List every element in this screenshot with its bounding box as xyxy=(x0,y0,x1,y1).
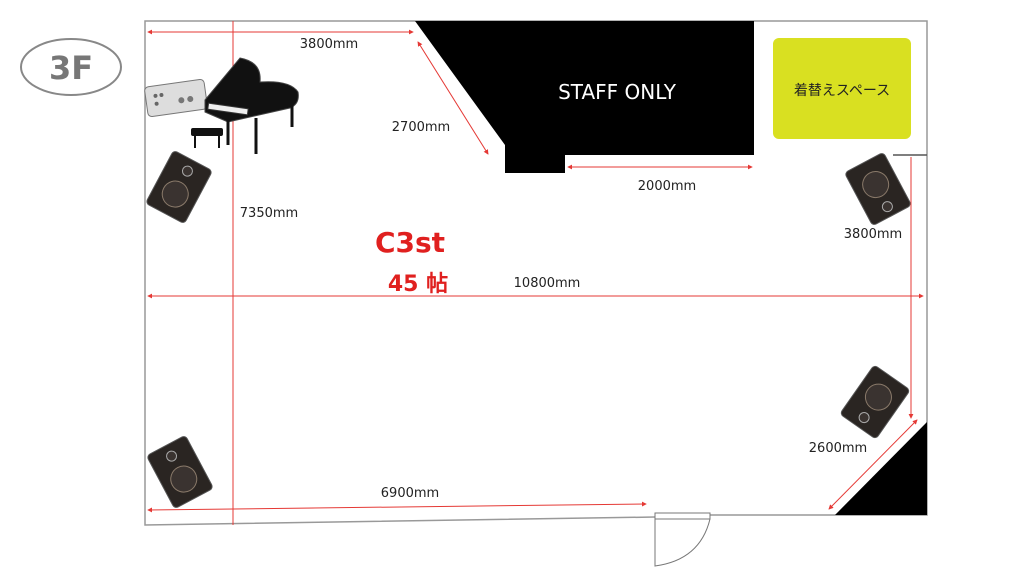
dim-top-width: 3800mm xyxy=(300,37,358,52)
dim-right-wall: 3800mm xyxy=(844,227,902,242)
dim-depth: 7350mm xyxy=(240,206,298,221)
grand-piano-icon xyxy=(191,57,299,154)
dim-corner-diagonal: 2600mm xyxy=(809,441,867,456)
speaker-icon xyxy=(840,365,910,439)
mixer-icon xyxy=(144,78,208,118)
speaker-icon xyxy=(146,151,212,223)
floor-label: 3F xyxy=(49,49,93,87)
dim-bottom-width: 6900mm xyxy=(381,486,439,501)
corner-block xyxy=(835,422,927,515)
door[interactable] xyxy=(654,512,711,567)
dim-diagonal-staff: 2700mm xyxy=(392,120,450,135)
speaker-icon xyxy=(147,436,213,508)
staff-only-label: STAFF ONLY xyxy=(558,80,677,104)
dim-full-width: 10800mm xyxy=(514,276,581,291)
speaker-icon xyxy=(845,153,911,225)
room-size: 45 帖 xyxy=(388,272,448,297)
room-name: C3st xyxy=(375,226,445,259)
changing-space xyxy=(773,38,911,139)
staff-only-area xyxy=(415,21,754,173)
dimension-lines xyxy=(147,21,924,525)
changing-space-label: 着替えスペース xyxy=(794,83,890,99)
dim-staff-bottom: 2000mm xyxy=(638,179,696,194)
floor-badge: 3F xyxy=(20,38,122,96)
